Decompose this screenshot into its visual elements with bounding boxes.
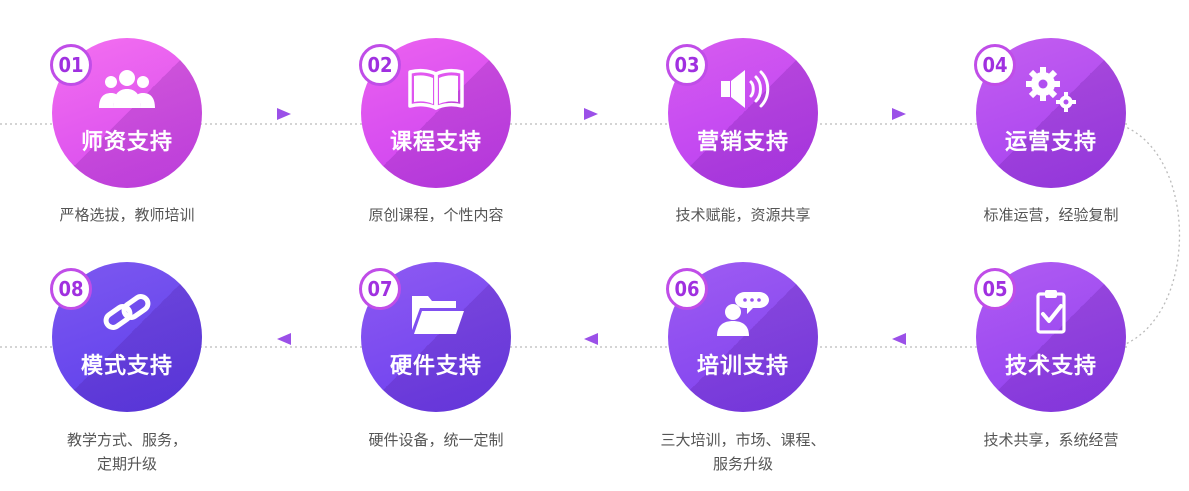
link-icon — [103, 294, 151, 330]
book-icon — [408, 68, 464, 110]
step-description: 技术共享，系统经营 — [983, 431, 1119, 449]
connector-curve — [1117, 123, 1180, 348]
arrow-left-icon — [584, 333, 598, 345]
clipboard-check-icon — [1036, 290, 1066, 334]
arrow-right-icon — [277, 108, 291, 120]
step-description: 原创课程，个性内容 — [368, 206, 504, 224]
step-title: 运营支持 — [1004, 130, 1097, 155]
step-title: 技术支持 — [1004, 354, 1097, 379]
step-description: 严格选拔，教师培训 — [59, 206, 195, 224]
step-title: 硬件支持 — [389, 354, 482, 379]
step-description: 三大培训，市场、课程、 服务升级 — [660, 431, 826, 473]
speaking-person-icon — [717, 292, 769, 336]
step-number-badge: 05 — [974, 268, 1016, 310]
step-number-badge: 08 — [50, 268, 92, 310]
step-number-badge: 01 — [50, 44, 92, 86]
step-number-badge: 02 — [359, 44, 401, 86]
speaker-icon — [721, 70, 770, 108]
step-title: 师资支持 — [80, 130, 173, 155]
step-technology-support: 技术支持 — [976, 262, 1126, 412]
arrow-left-icon — [892, 333, 906, 345]
step-number-badge: 06 — [666, 268, 708, 310]
folder-icon — [412, 296, 464, 334]
step-description: 硬件设备，统一定制 — [368, 431, 504, 449]
step-number-badge: 04 — [974, 44, 1016, 86]
step-title: 课程支持 — [389, 130, 482, 155]
step-title: 培训支持 — [696, 354, 789, 379]
arrow-right-icon — [584, 108, 598, 120]
arrow-right-icon — [892, 108, 906, 120]
step-description: 技术赋能，资源共享 — [675, 206, 811, 224]
step-title: 营销支持 — [696, 130, 789, 155]
step-title: 模式支持 — [80, 354, 173, 379]
gears-icon — [1026, 67, 1076, 112]
step-teacher-support: 师资支持 — [52, 38, 202, 188]
step-number-badge: 07 — [359, 268, 401, 310]
step-description: 教学方式、服务， 定期升级 — [66, 431, 187, 473]
step-number-badge: 03 — [666, 44, 708, 86]
arrow-left-icon — [277, 333, 291, 345]
step-description: 标准运营，经验复制 — [983, 206, 1119, 224]
users-icon — [99, 70, 155, 108]
